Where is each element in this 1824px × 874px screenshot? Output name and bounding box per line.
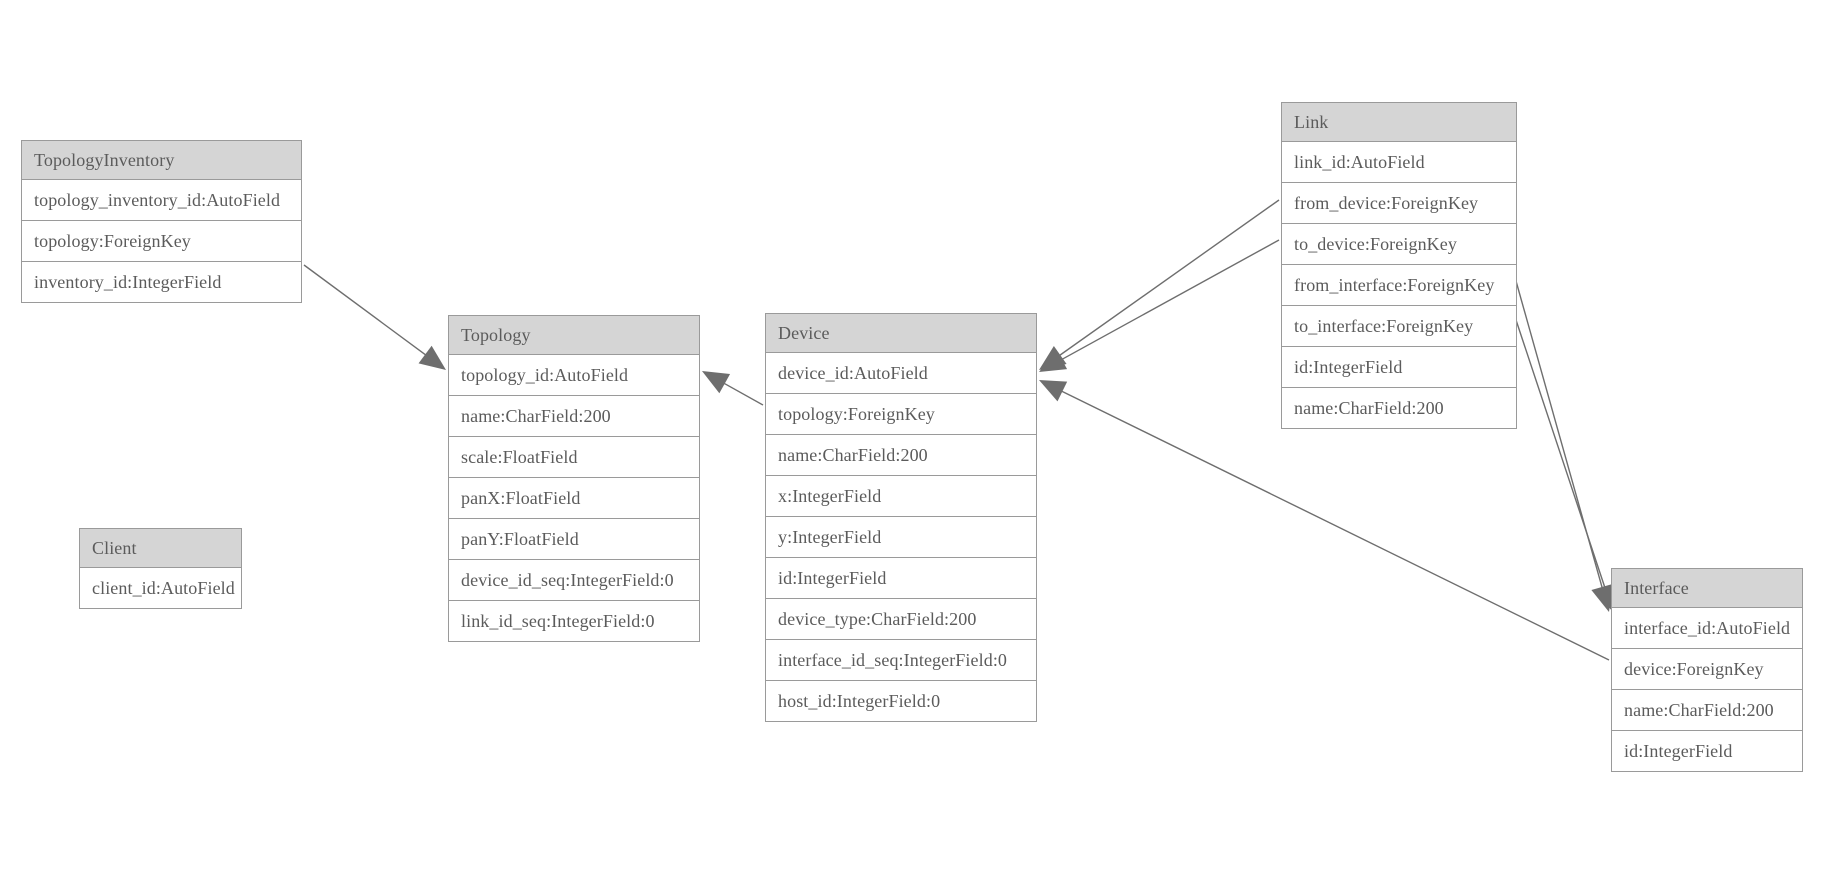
entity-title-topology_inventory: TopologyInventory [22, 141, 301, 180]
entity-field: name:CharField:200 [1282, 388, 1516, 428]
entity-field: x:IntegerField [766, 476, 1036, 517]
entity-field: topology:ForeignKey [22, 221, 301, 262]
entity-field: link_id_seq:IntegerField:0 [449, 601, 699, 641]
relationship-arrowhead [1039, 380, 1068, 402]
entity-field: host_id:IntegerField:0 [766, 681, 1036, 721]
rel-link-from_device-device [1039, 199, 1280, 370]
rel-device-topology [702, 371, 764, 406]
entity-field: panX:FloatField [449, 478, 699, 519]
entity-field: topology_inventory_id:AutoField [22, 180, 301, 221]
entity-field: from_device:ForeignKey [1282, 183, 1516, 224]
entity-field: id:IntegerField [766, 558, 1036, 599]
rel-link-to_device-device [1039, 239, 1280, 372]
entity-field: scale:FloatField [449, 437, 699, 478]
relationship-line [722, 382, 764, 406]
relationship-line [1060, 389, 1610, 661]
entity-field: to_device:ForeignKey [1282, 224, 1516, 265]
relationship-line [1059, 239, 1280, 362]
entity-field: y:IntegerField [766, 517, 1036, 558]
relationship-arrowhead [1591, 583, 1613, 612]
entity-field: device_id_seq:IntegerField:0 [449, 560, 699, 601]
entity-field: id:IntegerField [1612, 731, 1802, 771]
entity-field: inventory_id:IntegerField [22, 262, 301, 302]
entity-field: device_type:CharField:200 [766, 599, 1036, 640]
entity-title-interface: Interface [1612, 569, 1802, 608]
relationship-line [303, 264, 428, 357]
entity-field: name:CharField:200 [1612, 690, 1802, 731]
relationship-arrowhead [1039, 345, 1067, 370]
entity-field: interface_id:AutoField [1612, 608, 1802, 649]
rel-link-to_interface-interface [1515, 319, 1616, 612]
relationship-line [1058, 199, 1280, 357]
entity-field: device:ForeignKey [1612, 649, 1802, 690]
entity-field: link_id:AutoField [1282, 142, 1516, 183]
entity-field: topology_id:AutoField [449, 355, 699, 396]
relationship-line [1515, 280, 1604, 590]
relationship-arrowhead [702, 371, 731, 394]
entity-field: panY:FloatField [449, 519, 699, 560]
relationship-line [1515, 319, 1607, 590]
relationship-arrowhead [1039, 349, 1068, 372]
entity-field: from_interface:ForeignKey [1282, 265, 1516, 306]
rel-link-from_interface-interface [1515, 280, 1613, 612]
entity-field: device_id:AutoField [766, 353, 1036, 394]
entity-field: id:IntegerField [1282, 347, 1516, 388]
entity-field: topology:ForeignKey [766, 394, 1036, 435]
entity-title-device: Device [766, 314, 1036, 353]
entity-title-client: Client [80, 529, 241, 568]
entity-field: client_id:AutoField [80, 568, 241, 608]
entity-field: to_interface:ForeignKey [1282, 306, 1516, 347]
rel-topologyinventory-topology [303, 264, 446, 370]
entity-field: interface_id_seq:IntegerField:0 [766, 640, 1036, 681]
entity-title-topology: Topology [449, 316, 699, 355]
entity-field: name:CharField:200 [449, 396, 699, 437]
entity-field: name:CharField:200 [766, 435, 1036, 476]
relationship-arrowhead [418, 345, 446, 370]
entity-title-link: Link [1282, 103, 1516, 142]
